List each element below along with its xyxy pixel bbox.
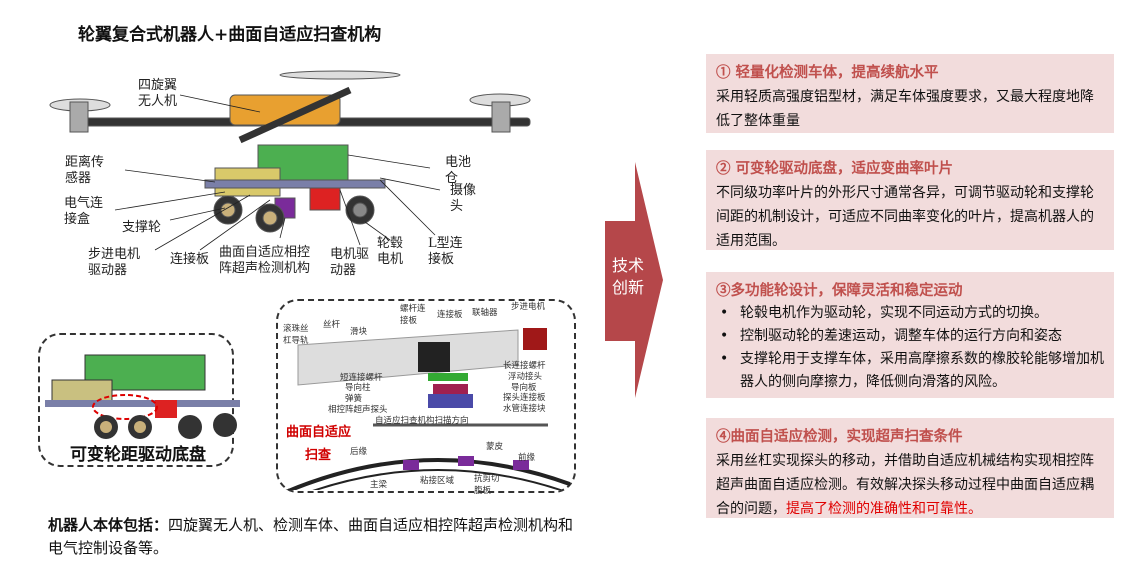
scan-label: 导向板 — [511, 383, 537, 393]
innovation-arrow-shape — [605, 162, 663, 398]
scan-caption-line1: 曲面自适应 — [286, 425, 352, 440]
panel-title: ④曲面自适应检测，实现超声扫查条件 — [716, 428, 963, 445]
scan-label: 蒙皮 — [486, 442, 504, 452]
scan-label: 步进电机 — [511, 302, 546, 312]
robot-summary: 机器人本体包括：四旋翼无人机、检测车体、曲面自适应相控阵超声检测机构和电气控制设… — [48, 514, 588, 560]
scan-label: 螺杆连 接板 — [400, 304, 426, 326]
label-motor-driver: 电机驱 动器 — [330, 247, 370, 278]
label-battery: 电池 仓 — [445, 155, 472, 186]
innovation-arrow-label: 技术 创新 — [611, 256, 644, 297]
label-l-plate: L型连 接板 — [428, 236, 463, 267]
innovation-panel-4: ④曲面自适应检测，实现超声扫查条件 采用丝杠实现探头的移动，并借助自适应机械结构… — [706, 418, 1114, 518]
label-drone: 四旋翼 无人机 — [138, 78, 178, 109]
panel-text-main: 采用丝杠实现探头的移动，并借助自适应机械结构实现相控阵超声曲面自适应检测。有效解… — [716, 453, 1094, 517]
scan-label: 探头连接板 — [503, 393, 546, 403]
scan-label: 滚珠丝 杠导轨 — [283, 324, 309, 346]
panel-title: ③多功能轮设计，保障灵活和稳定运动 — [716, 282, 963, 299]
scan-label: 丝杆 — [323, 320, 341, 330]
scan-caption-line2: 扫查 — [305, 448, 332, 463]
scan-label: 粘接区域 — [420, 476, 455, 486]
panel-bullet: 控制驱动轮的差速运动，调整车体的运行方向和姿态 — [720, 325, 1104, 348]
label-electric-box: 电气连 接盒 — [64, 196, 104, 227]
robot-summary-label: 机器人本体包括： — [48, 516, 169, 534]
scan-label: 长连接螺杆 — [503, 361, 546, 371]
panel-text: 采用轻质高强度铝型材，满足车体强度要求，又最大程度地降低了整体重量 — [716, 89, 1094, 129]
page-title: 轮翼复合式机器人+曲面自适应扫查机构 — [78, 25, 382, 45]
panel-title: ① 轻量化检测车体，提高续航水平 — [716, 64, 939, 81]
chassis-illustration — [45, 354, 240, 439]
robot-illustration — [49, 70, 531, 251]
innovation-panel-2: ② 可变轮驱动底盘，适应变曲率叶片 不同级功率叶片的外形尺寸通常各异，可调节驱动… — [706, 150, 1114, 250]
label-phased-array: 曲面自适应相控 阵超声检测机构 — [219, 245, 311, 276]
scan-label: 连接板 — [437, 310, 463, 320]
label-camera: 摄像 头 — [450, 183, 477, 214]
scan-label: 弹簧 — [345, 394, 363, 404]
scan-label: 相控阵超声探头 — [328, 405, 388, 415]
panel-bullet: 轮毂电机作为驱动轮，实现不同运动方式的切换。 — [720, 302, 1104, 325]
panel-title: ② 可变轮驱动底盘，适应变曲率叶片 — [716, 160, 954, 177]
scan-label: 自适应扫查机构扫描方向 — [375, 416, 469, 426]
scan-frame — [276, 299, 576, 493]
panel-bullet: 支撑轮用于支撑车体，采用高摩擦系数的橡胶轮能够增加机器人的侧向摩擦力，降低侧向滑… — [720, 348, 1104, 394]
scan-label: 后缘 — [350, 447, 368, 457]
scan-label: 浮动接头 — [508, 372, 543, 382]
label-support-wheel: 支撑轮 — [122, 220, 162, 235]
panel-text-highlight: 提高了检测的准确性和可靠性。 — [786, 501, 982, 517]
label-connect-plate: 连接板 — [170, 252, 210, 267]
scan-label: 主梁 — [370, 480, 388, 490]
label-stepper-driver: 步进电机 驱动器 — [88, 247, 141, 278]
scan-label: 水管连接块 — [503, 404, 546, 414]
panel-text: 采用丝杠实现探头的移动，并借助自适应机械结构实现相控阵超声曲面自适应检测。有效解… — [716, 449, 1104, 521]
robot-summary-text: 四旋翼无人机、检测车体、曲面自适应相控阵超声检测机构和电气控制设备等。 — [48, 516, 574, 557]
panel-text: 不同级功率叶片的外形尺寸通常各异，可调节驱动轮和支撑轮间距的机制设计，可适应不同… — [716, 185, 1094, 249]
scan-label: 联轴器 — [472, 308, 498, 318]
label-hub-motor: 轮毂 电机 — [377, 236, 404, 267]
scan-label: 短连接螺杆 — [340, 373, 383, 383]
scan-label: 滑块 — [350, 327, 368, 337]
chassis-caption: 可变轮距驱动底盘 — [70, 445, 206, 465]
scan-mechanism-illustration — [285, 328, 570, 490]
scan-label: 导向柱 — [345, 383, 371, 393]
scan-label: 抗剪切 腹板 — [474, 474, 500, 496]
innovation-panel-3: ③多功能轮设计，保障灵活和稳定运动 轮毂电机作为驱动轮，实现不同运动方式的切换。… — [706, 272, 1114, 398]
scan-label: 前缘 — [518, 453, 536, 463]
innovation-panel-1: ① 轻量化检测车体，提高续航水平 采用轻质高强度铝型材，满足车体强度要求，又最大… — [706, 54, 1114, 133]
label-distance-sensor: 距离传 感器 — [65, 155, 105, 186]
